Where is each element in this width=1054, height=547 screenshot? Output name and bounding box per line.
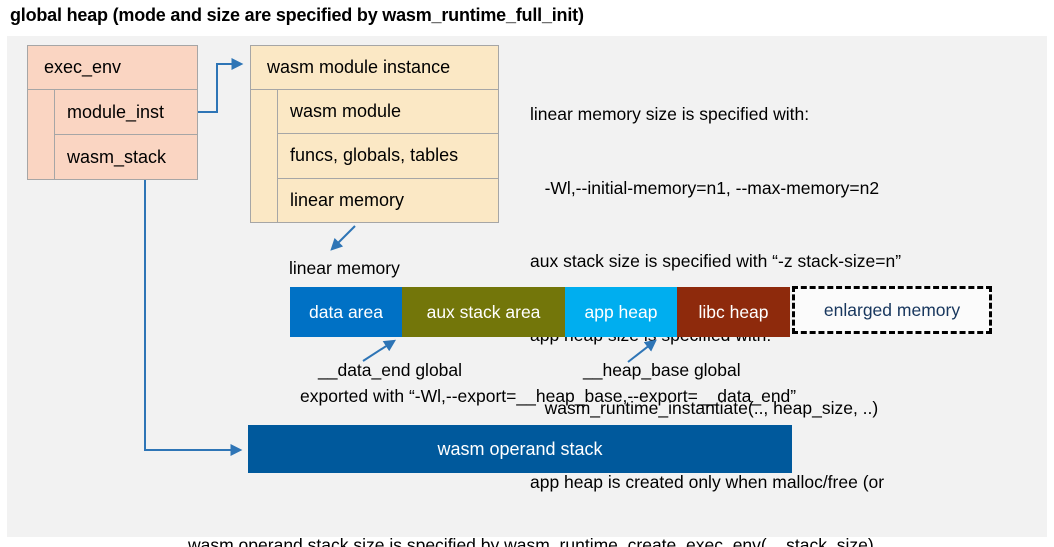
exec-env-row-wasm-stack: wasm_stack [54,134,197,179]
exec-env-box: exec_env module_inst wasm_stack [27,45,198,180]
note-line: wasm_runtime_instantiate(.., heap_size, … [530,398,879,418]
diagram-title: global heap (mode and size are specified… [10,5,584,25]
segment-app-heap: app heap [565,287,677,337]
instance-row-linear-memory: linear memory [277,177,498,222]
instance-row-wasm-module: wasm module [277,90,498,134]
linear-memory-bar: data area aux stack area app heap libc h… [290,287,790,337]
note-line: wasm operand stack size is specified by … [188,535,874,547]
data-end-global-label: __data_end global [318,360,463,380]
heap-base-global-label: __heap_base global [583,360,741,380]
export-flags-label: exported with “-Wl,--export=__heap_base,… [300,386,797,406]
segment-libc-heap: libc heap [677,287,790,337]
segment-aux-stack-area: aux stack area [402,287,565,337]
wasm-module-instance-header: wasm module instance [251,46,498,90]
note-line: __new/__release for as) are not exported [530,543,901,547]
segment-data-area: data area [290,287,402,337]
exec-env-header: exec_env [28,46,197,90]
wasm-module-instance-rows: wasm module funcs, globals, tables linea… [277,90,498,222]
notes-operand-stack-size: wasm operand stack size is specified by … [188,483,874,547]
exec-env-row-module-inst: module_inst [54,90,197,134]
exec-env-rows: module_inst wasm_stack [54,90,197,179]
note-line: -Wl,--initial-memory=n1, --max-memory=n2 [530,177,880,198]
segment-enlarged-memory: enlarged memory [792,286,992,334]
note-line: app heap is created only when malloc/fre… [530,471,885,492]
note-line: linear memory size is specified with: [530,104,810,124]
note-line: aux stack size is specified with “-z sta… [530,251,902,271]
wasm-module-instance-box: wasm module instance wasm module funcs, … [250,45,499,223]
wasm-operand-stack-bar: wasm operand stack [248,425,792,473]
instance-row-funcs-globals-tables: funcs, globals, tables [277,133,498,178]
linear-memory-label: linear memory [289,258,400,278]
